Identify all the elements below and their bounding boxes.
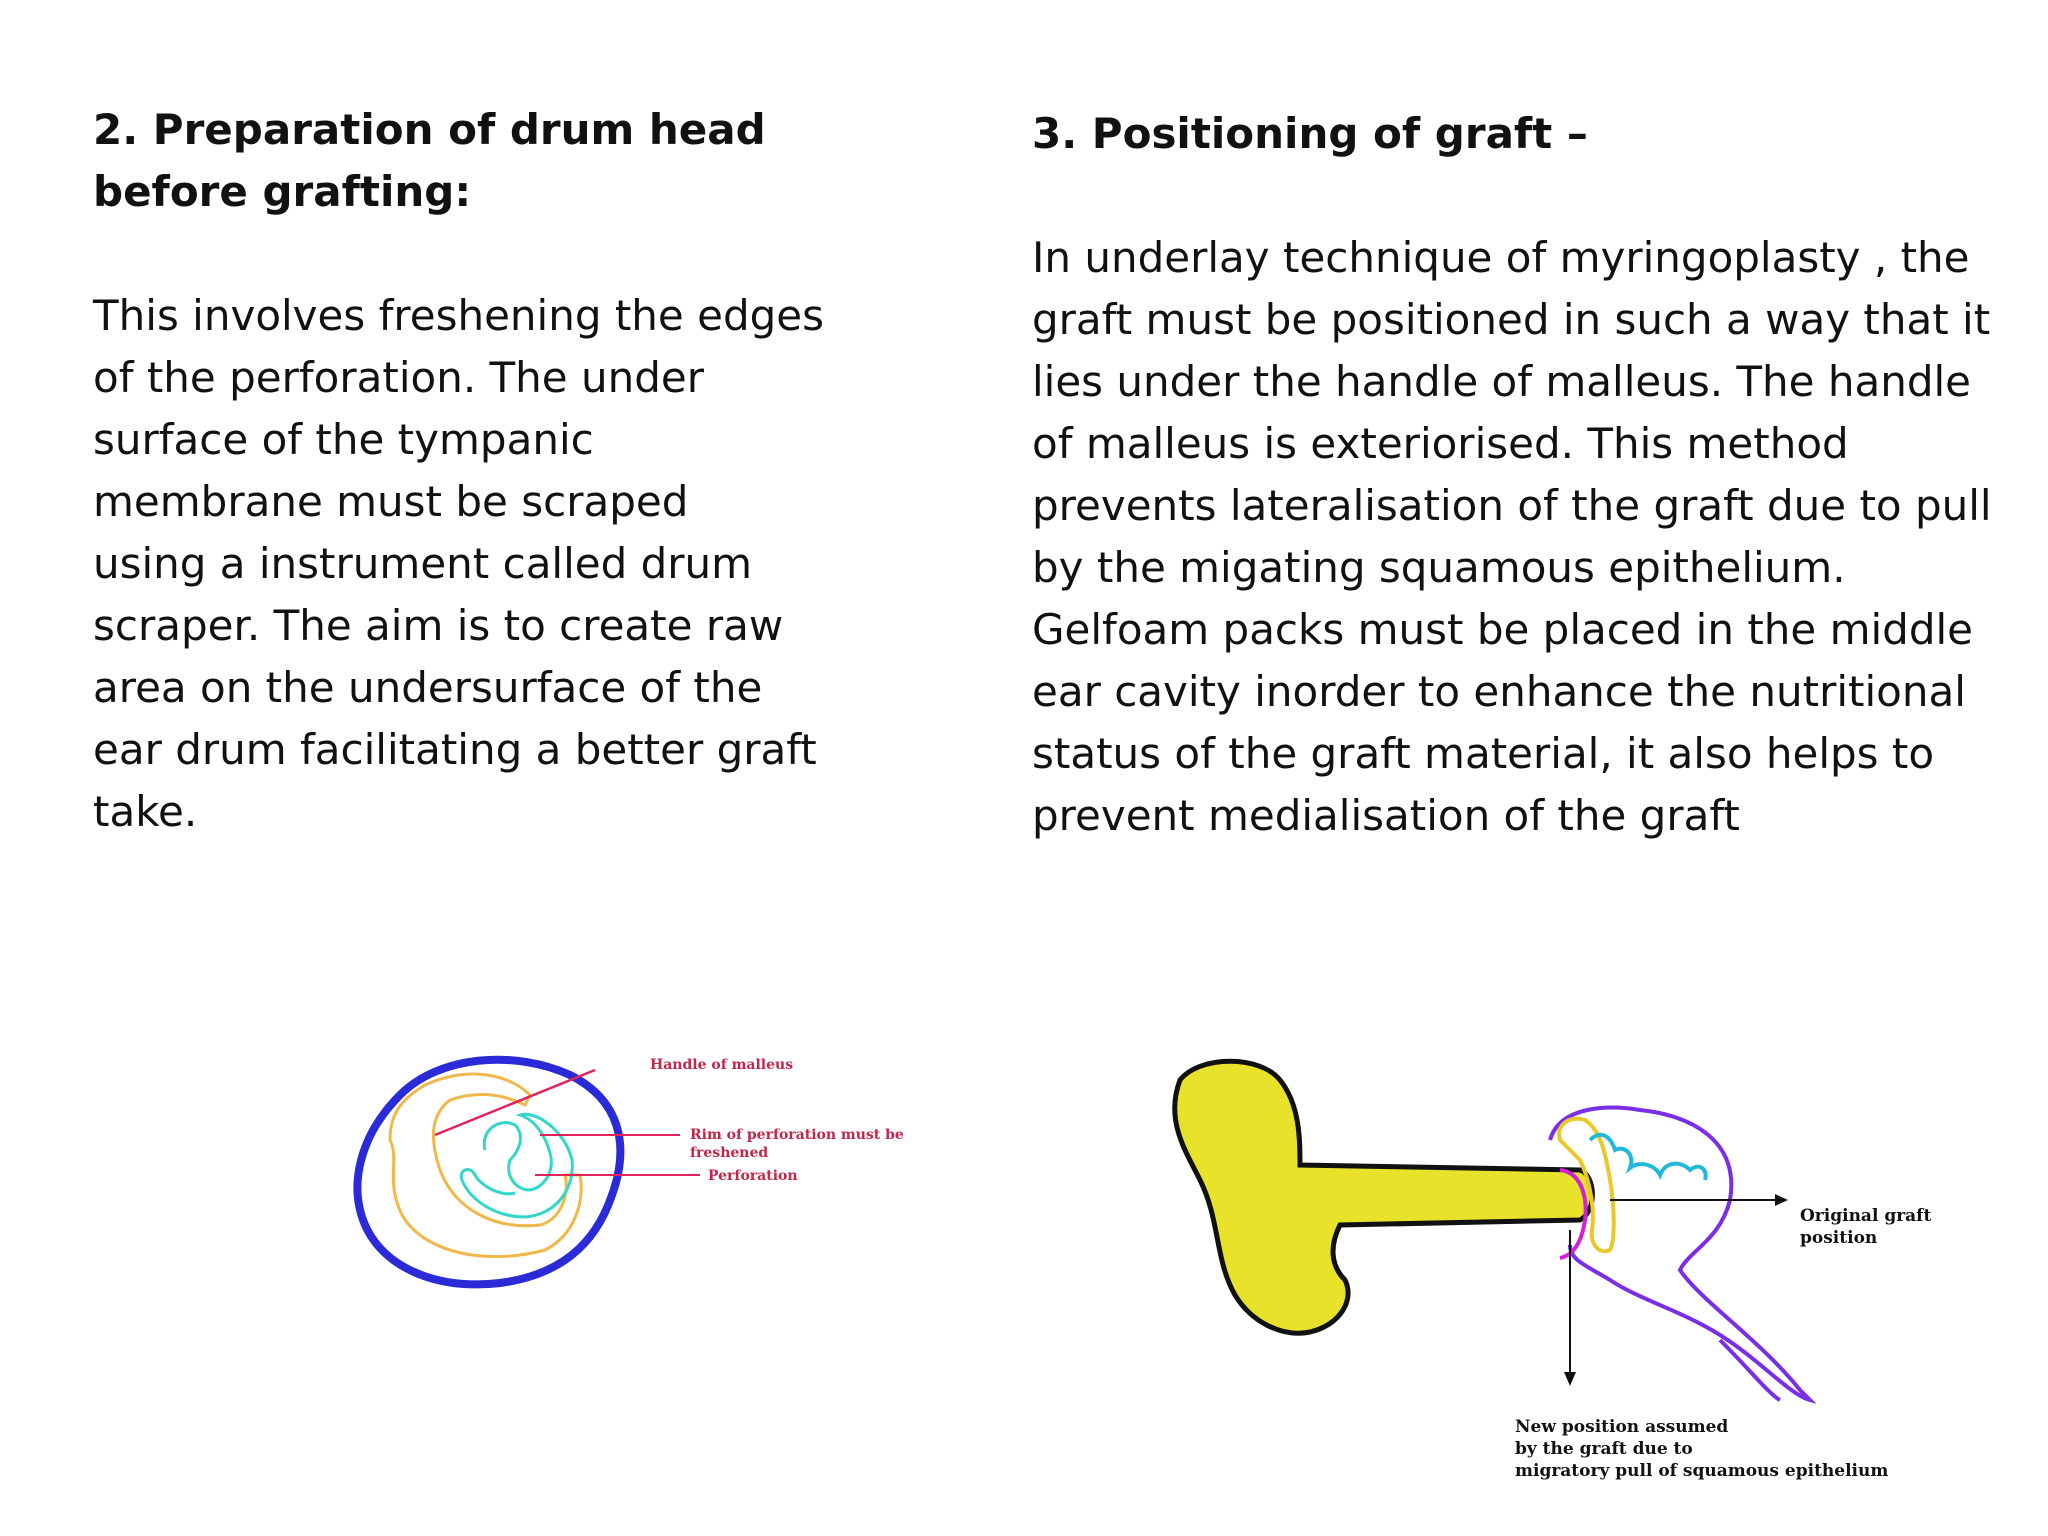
body-line: In underlay technique of myringoplasty ,… — [1032, 233, 1970, 282]
rim-label-line2: freshened — [690, 1145, 768, 1161]
body-line: ear drum facilitating a better graft — [93, 725, 817, 774]
original-position-label-line2: position — [1800, 1228, 1877, 1248]
handle-of-malleus-label: Handle of malleus — [650, 1057, 793, 1073]
section-3-body: In underlay technique of myringoplasty ,… — [1032, 227, 1992, 847]
heading-line: before grafting: — [93, 167, 472, 216]
body-line: of malleus is exteriorised. This method — [1032, 419, 1849, 468]
section-2-body: This involves freshening the edges of th… — [93, 285, 824, 843]
original-position-arrowhead — [1775, 1194, 1788, 1206]
handle-of-malleus-line — [434, 1068, 596, 1137]
body-line: surface of the tympanic — [93, 415, 594, 464]
original-position-label-line1: Original graft — [1800, 1206, 1931, 1226]
canal-inner-outline — [1718, 1338, 1782, 1402]
body-line: ear cavity inorder to enhance the nutrit… — [1032, 667, 1966, 716]
body-line: by the migating squamous epithelium. — [1032, 543, 1846, 592]
new-graft-position — [1559, 1168, 1588, 1260]
original-graft — [1557, 1116, 1616, 1254]
perforation-outline — [459, 1112, 574, 1219]
graft-position-figure: Original graft position New position ass… — [1172, 1058, 1931, 1481]
body-line: membrane must be scraped — [93, 477, 689, 526]
body-line: This involves freshening the edges — [93, 291, 825, 340]
new-position-label-line2: by the graft due to — [1515, 1439, 1693, 1459]
new-position-label-line1: New position assumed — [1515, 1417, 1728, 1437]
malleus-shape — [1172, 1058, 1595, 1336]
body-line: area on the undersurface of the — [93, 663, 763, 712]
ear-canal-outline — [1548, 1105, 1817, 1404]
body-line: of the perforation. The under — [93, 353, 704, 402]
heading-line: 2. Preparation of drum head — [93, 105, 766, 154]
perforation-rim — [388, 1072, 583, 1259]
body-line: prevents lateralisation of the graft due… — [1032, 481, 1992, 530]
body-line: Gelfoam packs must be placed in the midd… — [1032, 605, 1974, 654]
section-2-heading: 2. Preparation of drum head before graft… — [93, 99, 766, 223]
body-line: scraper. The aim is to create raw — [93, 601, 784, 650]
rim-label-line1: Rim of perforation must be — [690, 1127, 904, 1143]
body-line: using a instrument called drum — [93, 539, 753, 588]
body-line: graft must be positioned in such a way t… — [1032, 295, 1991, 344]
body-line: lies under the handle of malleus. The ha… — [1032, 357, 1972, 406]
new-position-label-line3: migratory pull of squamous epithelium — [1515, 1461, 1888, 1481]
tympanic-membrane-outline — [353, 1055, 625, 1289]
new-position-arrowhead — [1564, 1372, 1576, 1386]
squamous-epithelium — [1588, 1132, 1708, 1181]
body-line: prevent medialisation of the graft — [1032, 791, 1740, 840]
section-3-heading: 3. Positioning of graft – — [1032, 109, 1588, 158]
body-line: status of the graft material, it also he… — [1032, 729, 1935, 778]
perforation-label: Perforation — [708, 1168, 798, 1184]
drum-head-figure: Handle of malleus Rim of perforation mus… — [353, 1055, 904, 1289]
body-line: take. — [93, 787, 198, 836]
